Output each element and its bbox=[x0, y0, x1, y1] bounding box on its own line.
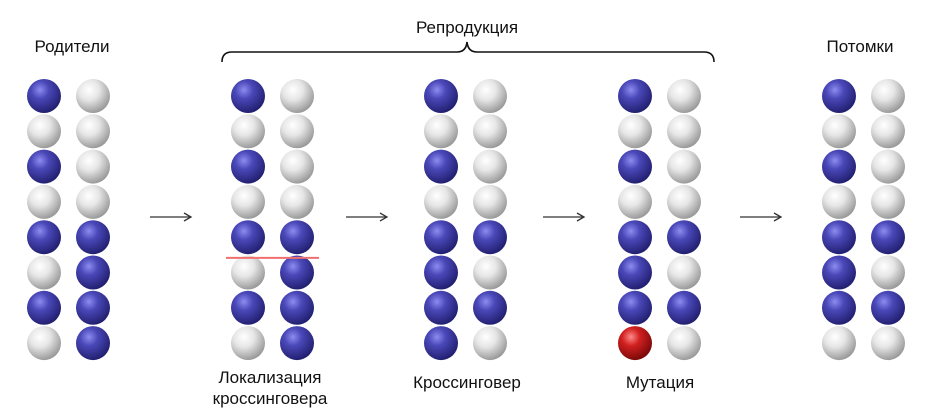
blue-gene-bead bbox=[231, 290, 265, 325]
blue-gene-bead bbox=[231, 220, 265, 255]
crossover-point-label-line1: Локализация bbox=[219, 368, 322, 387]
offspring-chromosomes bbox=[822, 79, 905, 361]
blue-gene-bead bbox=[76, 290, 110, 325]
white-gene-bead bbox=[822, 114, 856, 149]
blue-gene-bead bbox=[76, 326, 110, 361]
parents-label: Родители bbox=[35, 37, 110, 56]
white-gene-bead bbox=[871, 326, 905, 361]
blue-gene-bead bbox=[618, 220, 652, 255]
white-gene-bead bbox=[473, 255, 507, 290]
reproduction-brace bbox=[221, 41, 715, 63]
blue-gene-bead bbox=[280, 290, 314, 325]
blue-gene-bead bbox=[76, 220, 110, 255]
blue-gene-bead bbox=[822, 79, 856, 113]
arrow-4 bbox=[740, 212, 783, 222]
crossover-point-chromosomes bbox=[226, 79, 319, 361]
white-gene-bead bbox=[231, 114, 265, 149]
blue-gene-bead bbox=[27, 79, 61, 113]
blue-gene-bead bbox=[76, 255, 110, 290]
blue-gene-bead bbox=[27, 149, 61, 184]
white-gene-bead bbox=[76, 184, 110, 219]
white-gene-bead bbox=[76, 79, 110, 113]
white-gene-bead bbox=[231, 184, 265, 219]
white-gene-bead bbox=[231, 255, 265, 290]
blue-gene-bead bbox=[822, 149, 856, 184]
white-gene-bead bbox=[473, 326, 507, 361]
white-gene-bead bbox=[667, 79, 701, 113]
white-gene-bead bbox=[667, 184, 701, 219]
white-gene-bead bbox=[27, 184, 61, 219]
crossover-chromosomes bbox=[424, 79, 507, 361]
blue-gene-bead bbox=[231, 149, 265, 184]
blue-gene-bead bbox=[473, 290, 507, 325]
blue-gene-bead bbox=[27, 290, 61, 325]
white-gene-bead bbox=[280, 184, 314, 219]
blue-gene-bead bbox=[871, 220, 905, 255]
white-gene-bead bbox=[871, 255, 905, 290]
blue-gene-bead bbox=[424, 79, 458, 113]
arrow-2 bbox=[346, 212, 389, 222]
blue-gene-bead bbox=[822, 220, 856, 255]
white-gene-bead bbox=[871, 184, 905, 219]
white-gene-bead bbox=[27, 255, 61, 290]
white-gene-bead bbox=[280, 114, 314, 149]
blue-gene-bead bbox=[822, 290, 856, 325]
white-gene-bead bbox=[76, 114, 110, 149]
blue-gene-bead bbox=[618, 79, 652, 113]
white-gene-bead bbox=[473, 149, 507, 184]
white-gene-bead bbox=[822, 184, 856, 219]
blue-gene-bead bbox=[231, 79, 265, 113]
blue-gene-bead bbox=[424, 326, 458, 361]
white-gene-bead bbox=[871, 79, 905, 113]
blue-gene-bead bbox=[871, 290, 905, 325]
blue-gene-bead bbox=[473, 220, 507, 255]
white-gene-bead bbox=[473, 184, 507, 219]
mutation-label: Мутация bbox=[626, 373, 694, 392]
white-gene-bead bbox=[871, 149, 905, 184]
white-gene-bead bbox=[667, 149, 701, 184]
blue-gene-bead bbox=[280, 326, 314, 361]
arrow-3 bbox=[543, 212, 586, 222]
white-gene-bead bbox=[231, 326, 265, 361]
blue-gene-bead bbox=[618, 149, 652, 184]
blue-gene-bead bbox=[424, 255, 458, 290]
white-gene-bead bbox=[27, 114, 61, 149]
white-gene-bead bbox=[280, 149, 314, 184]
blue-gene-bead bbox=[618, 255, 652, 290]
blue-gene-bead bbox=[667, 290, 701, 325]
white-gene-bead bbox=[424, 114, 458, 149]
reproduction-label: Репродукция bbox=[416, 18, 518, 37]
white-gene-bead bbox=[27, 326, 61, 361]
white-gene-bead bbox=[618, 114, 652, 149]
mutated-gene-bead bbox=[618, 326, 652, 361]
blue-gene-bead bbox=[280, 220, 314, 255]
parents-chromosomes bbox=[27, 79, 110, 361]
white-gene-bead bbox=[473, 114, 507, 149]
arrow-1 bbox=[150, 212, 193, 222]
blue-gene-bead bbox=[822, 255, 856, 290]
crossover-point-label-line2: кроссинговера bbox=[213, 389, 328, 408]
blue-gene-bead bbox=[424, 220, 458, 255]
blue-gene-bead bbox=[424, 149, 458, 184]
blue-gene-bead bbox=[27, 220, 61, 255]
offspring-label: Потомки bbox=[827, 37, 894, 56]
white-gene-bead bbox=[618, 184, 652, 219]
blue-gene-bead bbox=[667, 220, 701, 255]
white-gene-bead bbox=[424, 184, 458, 219]
white-gene-bead bbox=[667, 255, 701, 290]
white-gene-bead bbox=[280, 79, 314, 113]
blue-gene-bead bbox=[280, 255, 314, 290]
white-gene-bead bbox=[667, 114, 701, 149]
mutation-chromosomes bbox=[618, 79, 701, 361]
blue-gene-bead bbox=[424, 290, 458, 325]
white-gene-bead bbox=[667, 326, 701, 361]
white-gene-bead bbox=[76, 149, 110, 184]
blue-gene-bead bbox=[618, 290, 652, 325]
white-gene-bead bbox=[473, 79, 507, 113]
white-gene-bead bbox=[871, 114, 905, 149]
crossover-label: Кроссинговер bbox=[413, 373, 521, 392]
white-gene-bead bbox=[822, 326, 856, 361]
